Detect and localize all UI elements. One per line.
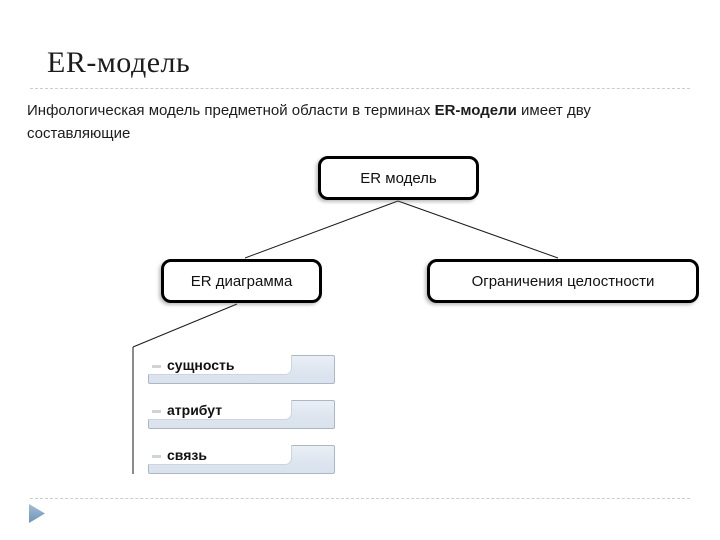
- intro-bold-term: ER-модели: [434, 102, 517, 119]
- dash-marker-icon: [152, 365, 161, 368]
- footer-divider: [30, 498, 690, 499]
- node-er-diagram-label: ER диаграмма: [190, 272, 293, 290]
- slide-footer-arrow-icon: [29, 504, 45, 523]
- connector-line-diagram-to-bracket: [132, 303, 238, 348]
- leaf-relation: связь: [148, 445, 335, 474]
- leaf-relation-chip: [148, 445, 292, 465]
- node-er-diagram: ER диаграмма: [161, 259, 322, 303]
- node-er-model-label: ER модель: [360, 169, 437, 187]
- leaf-attribute: атрибут: [148, 400, 335, 429]
- connector-line-root-to-diagram: [244, 200, 399, 259]
- intro-text-after: имеет дву составляющие: [27, 102, 591, 142]
- node-er-model: ER модель: [318, 156, 479, 200]
- dash-marker-icon: [152, 410, 161, 413]
- connector-line-root-to-constraints: [397, 200, 559, 259]
- intro-text: Инфологическая модель предметной области…: [27, 99, 659, 145]
- title-divider: [30, 88, 690, 89]
- leaf-entity-label: сущность: [167, 357, 235, 373]
- page-title: ER-модель: [47, 46, 191, 79]
- dash-marker-icon: [152, 455, 161, 458]
- node-integrity-constraints: Ограничения целостности: [427, 259, 699, 303]
- intro-text-before: Инфологическая модель предметной области…: [27, 102, 435, 119]
- leaf-entity-chip: [148, 355, 292, 375]
- leaf-entity: сущность: [148, 355, 335, 384]
- leaf-attribute-label: атрибут: [167, 402, 223, 418]
- leaf-attribute-chip: [148, 400, 292, 420]
- node-integrity-constraints-label: Ограничения целостности: [471, 272, 655, 290]
- leaf-relation-label: связь: [167, 447, 207, 463]
